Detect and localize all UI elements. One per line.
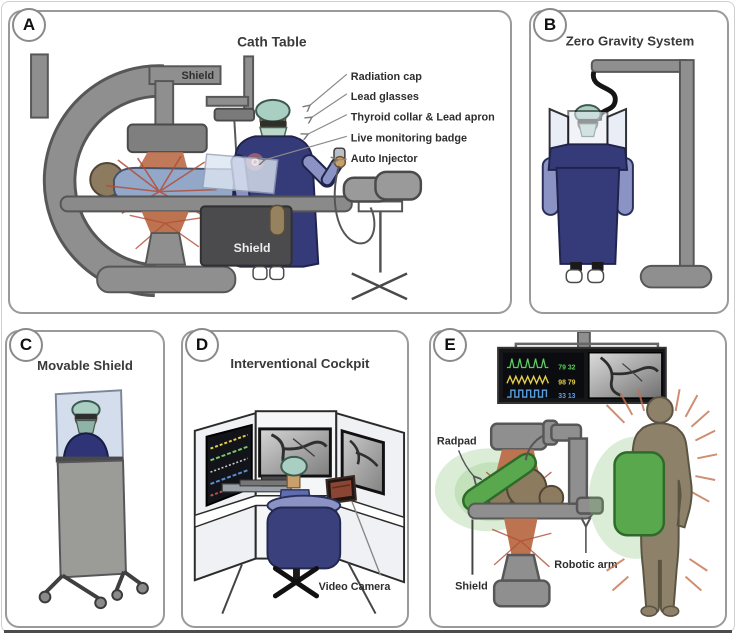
camera-pointer-line bbox=[351, 501, 382, 576]
scatter-rays-staff bbox=[605, 388, 718, 592]
patient-table bbox=[467, 502, 594, 520]
panel-b-zero-gravity: B Zero Gravity System bbox=[529, 8, 729, 314]
panel-e-robotic-shielding: E 79 32 98 79 33 13 bbox=[429, 328, 727, 628]
panel-b-title: Zero Gravity System bbox=[566, 33, 695, 48]
shield-opaque-panel bbox=[56, 459, 127, 579]
operator-shoulders bbox=[62, 432, 110, 462]
radpad-arrow bbox=[457, 450, 475, 477]
video-camera-screen bbox=[325, 474, 357, 505]
chair-back bbox=[266, 506, 342, 570]
annotation-monitoring-badge: Live monitoring badge bbox=[351, 132, 467, 144]
annotation-thyroid-collar: Thyroid collar & Lead apron bbox=[351, 112, 495, 124]
cap bbox=[280, 455, 308, 477]
video-camera-label: Video Camera bbox=[319, 581, 392, 593]
caster-legs bbox=[43, 570, 143, 601]
xray-detector bbox=[126, 123, 208, 154]
panel-c-badge: C bbox=[9, 328, 43, 362]
radiation-cap bbox=[255, 98, 291, 123]
under-table-shield: Shield bbox=[199, 205, 293, 267]
ceiling-shield-label: Shield bbox=[182, 70, 215, 82]
panel-e-badge: E bbox=[433, 328, 467, 362]
robotic-arm-label: Robotic arm bbox=[554, 559, 617, 571]
annotation-list: Radiation cap Lead glasses Thyroid colla… bbox=[264, 71, 495, 165]
apron-gap bbox=[269, 204, 286, 236]
panel-b-badge: B bbox=[533, 8, 567, 42]
movable-shield-unit bbox=[38, 389, 149, 610]
figure-bottom-rule bbox=[4, 630, 732, 633]
beam-lower bbox=[504, 518, 538, 557]
radpad-label: Radpad bbox=[437, 435, 477, 447]
table-shield-label: Shield bbox=[234, 241, 271, 255]
panel-d-badge: D bbox=[185, 328, 219, 362]
casters bbox=[38, 581, 149, 610]
auto-injector-stand bbox=[333, 165, 423, 301]
face-shield-front bbox=[567, 110, 609, 150]
angiogram-screen bbox=[588, 351, 663, 399]
seated-operator bbox=[266, 455, 342, 599]
detector-head bbox=[489, 422, 548, 451]
c-arm-gantry bbox=[30, 53, 237, 298]
panel-d-title: Interventional Cockpit bbox=[230, 356, 370, 371]
vitals-row2: 98 79 bbox=[558, 379, 575, 386]
annotation-radiation-cap: Radiation cap bbox=[351, 71, 422, 83]
panel-c-illustration: Movable Shield bbox=[37, 358, 149, 610]
panel-a-cath-table: A Cath Table bbox=[8, 8, 512, 314]
suspended-gown bbox=[555, 166, 621, 265]
annotation-auto-injector: Auto Injector bbox=[351, 153, 419, 165]
chair-stem bbox=[293, 568, 300, 583]
panel-d-interventional-cockpit: D Interventional Cockpit bbox=[181, 328, 409, 628]
suspended-operator bbox=[541, 104, 634, 284]
panel-a-title: Cath Table bbox=[237, 34, 307, 50]
panel-e-illustration: 79 32 98 79 33 13 bbox=[434, 332, 718, 617]
annotation-lead-glasses: Lead glasses bbox=[351, 91, 419, 103]
mask bbox=[75, 419, 97, 434]
vitals-row1: 79 32 bbox=[558, 364, 575, 371]
xray-tube bbox=[144, 232, 187, 266]
suspension-stand bbox=[590, 59, 713, 289]
panel-a-illustration: Cath Table bbox=[30, 34, 495, 301]
panel-c-title: Movable Shield bbox=[37, 358, 133, 373]
ceiling-shield-mount bbox=[205, 55, 256, 155]
operator-shoe bbox=[269, 265, 285, 281]
panel-b-illustration: Zero Gravity System bbox=[541, 33, 713, 289]
overhead-monitors: 79 32 98 79 33 13 bbox=[497, 332, 667, 405]
panel-c-movable-shield: C Movable Shield bbox=[5, 328, 165, 628]
panel-a-badge: A bbox=[12, 8, 46, 42]
handheld-shield bbox=[613, 451, 666, 537]
vitals-row3: 33 13 bbox=[558, 393, 575, 400]
xray-tube-under-table bbox=[491, 518, 552, 608]
operator-shoe bbox=[252, 265, 268, 281]
panel-d-illustration: Interventional Cockpit bbox=[193, 356, 406, 615]
transparent-shield-panel bbox=[201, 153, 279, 195]
lead-glasses bbox=[260, 120, 287, 128]
robotic-arm bbox=[524, 419, 604, 515]
shield-label: Shield bbox=[455, 580, 488, 592]
